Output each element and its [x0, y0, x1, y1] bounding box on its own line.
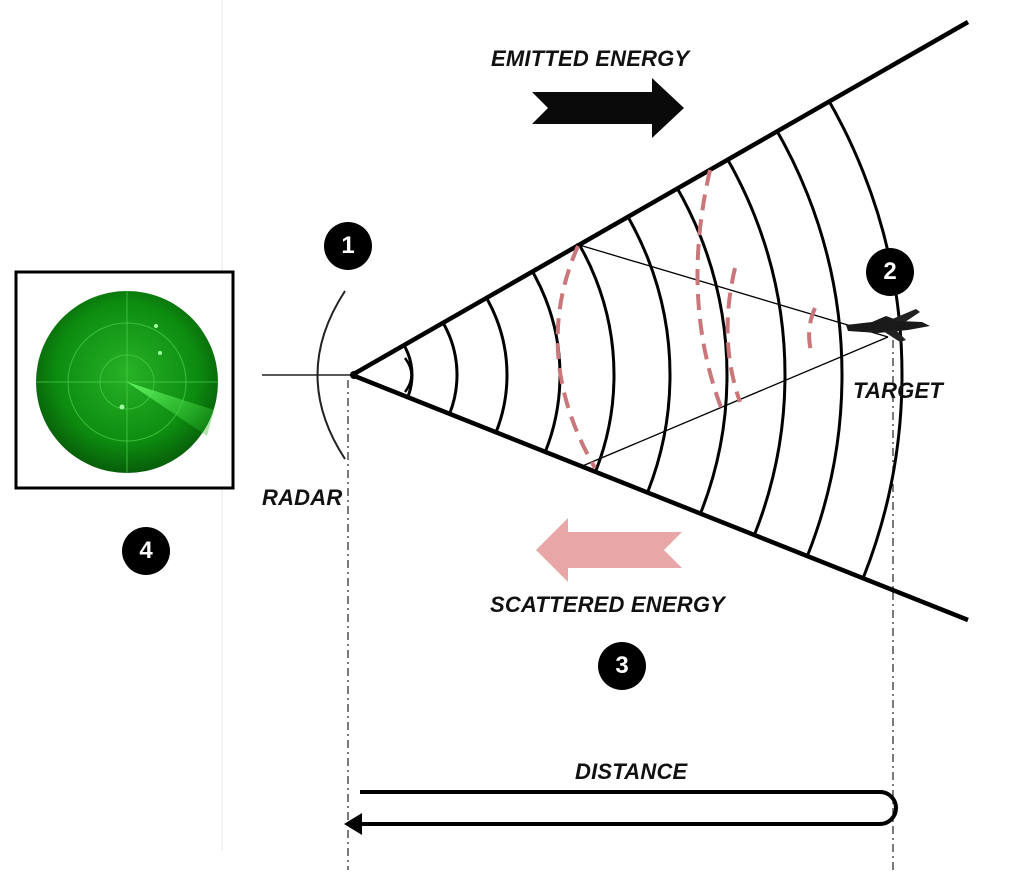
step-badge-4: 4	[122, 527, 170, 575]
scattered-wavefronts	[555, 169, 817, 469]
wavefront	[352, 218, 509, 532]
scattered-energy-arrow	[536, 518, 682, 582]
beam-edge-upper	[350, 20, 970, 377]
scope-blip	[119, 404, 125, 410]
step-badge-1: 1	[324, 222, 372, 270]
scatter-edge-upper	[575, 243, 889, 338]
wavefront	[352, 22, 904, 620]
wavefront	[352, 22, 787, 620]
scope-blip	[154, 324, 158, 328]
wavefront	[352, 55, 672, 620]
wavefront	[352, 111, 616, 620]
scattered-wavefront	[807, 307, 817, 356]
radar-dish-icon	[262, 290, 358, 460]
distance-label: DISTANCE	[575, 759, 688, 784]
target-label: TARGET	[853, 378, 944, 403]
radar-label: RADAR	[262, 485, 343, 510]
wavefront	[352, 268, 459, 482]
jet-aircraft-icon	[846, 309, 930, 342]
emitted-energy-arrow	[532, 78, 684, 138]
radar-scope-icon	[14, 270, 235, 490]
distance-arrow	[344, 790, 898, 835]
scope-sweep	[127, 382, 214, 436]
scattered-wavefront	[725, 267, 742, 403]
scattered-wavefront	[555, 245, 597, 469]
scatter-edge-lower	[579, 336, 889, 468]
wavefront-small	[403, 357, 413, 393]
scattered-energy-label: SCATTERED ENERGY	[490, 592, 726, 617]
wavefront	[352, 22, 729, 620]
emitted-energy-label: EMITTED ENERGY	[491, 46, 690, 71]
wavefront	[352, 22, 844, 620]
step-badge-2: 2	[866, 248, 914, 296]
scope-blip	[158, 351, 162, 355]
beam-edge-lower	[351, 372, 969, 623]
step-badge-3: 3	[598, 642, 646, 690]
scattered-wavefront	[695, 169, 724, 411]
